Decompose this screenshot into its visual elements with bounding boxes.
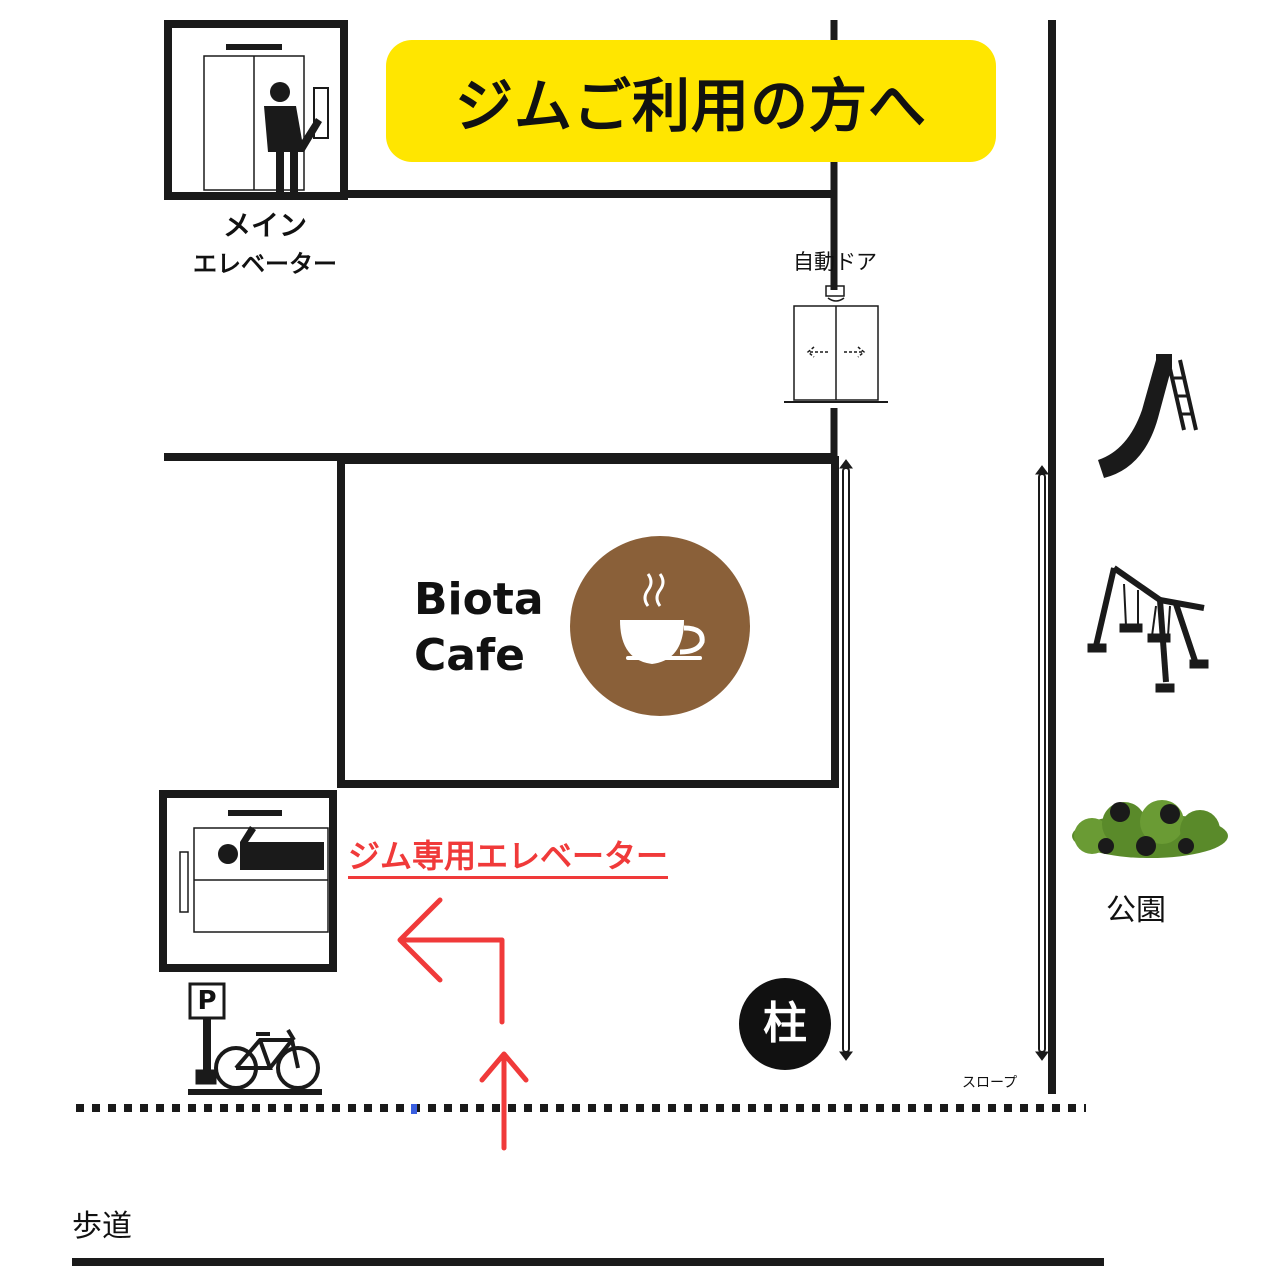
sidewalk-label: 歩道 bbox=[72, 1209, 132, 1244]
slope-label: スロープ bbox=[962, 1075, 1018, 1091]
gym-elevator-label: ジム専用エレベーター bbox=[348, 840, 669, 879]
handrail-right bbox=[1035, 465, 1049, 1061]
parking-sign-icon bbox=[188, 982, 322, 1095]
automatic-door-icon bbox=[784, 285, 888, 403]
bicycle-icon bbox=[214, 1028, 320, 1090]
parking-sign-label: P bbox=[197, 986, 217, 1016]
title: ジムご利用の方へ bbox=[454, 72, 927, 140]
cafe-outline bbox=[337, 456, 839, 788]
coffee-cup-icon bbox=[620, 620, 684, 664]
bushes-icon bbox=[1072, 800, 1228, 858]
swing-icon bbox=[1087, 565, 1209, 693]
walls bbox=[164, 20, 1056, 1094]
title-banner: ジムご利用の方へ bbox=[386, 40, 996, 162]
slide-icon bbox=[1098, 354, 1198, 478]
boundary-marker bbox=[411, 1104, 417, 1114]
main-elevator-sublabel: エレベーター bbox=[193, 250, 337, 278]
handrail-left bbox=[839, 459, 853, 1061]
gym-elevator-icon bbox=[159, 790, 337, 972]
pillar-icon bbox=[739, 978, 831, 1070]
cafe-name-line1: Biota bbox=[414, 574, 544, 625]
route-arrow-icon bbox=[397, 897, 529, 1151]
main-elevator-icon bbox=[164, 20, 348, 200]
auto-door-label: 自動ドア bbox=[793, 250, 877, 274]
park-label: 公園 bbox=[1106, 893, 1166, 928]
main-elevator-label: メイン bbox=[222, 209, 307, 242]
cafe-name-line2: Cafe bbox=[414, 630, 525, 681]
cafe-logo-icon bbox=[570, 536, 750, 716]
pillar-label: 柱 bbox=[763, 998, 807, 1049]
